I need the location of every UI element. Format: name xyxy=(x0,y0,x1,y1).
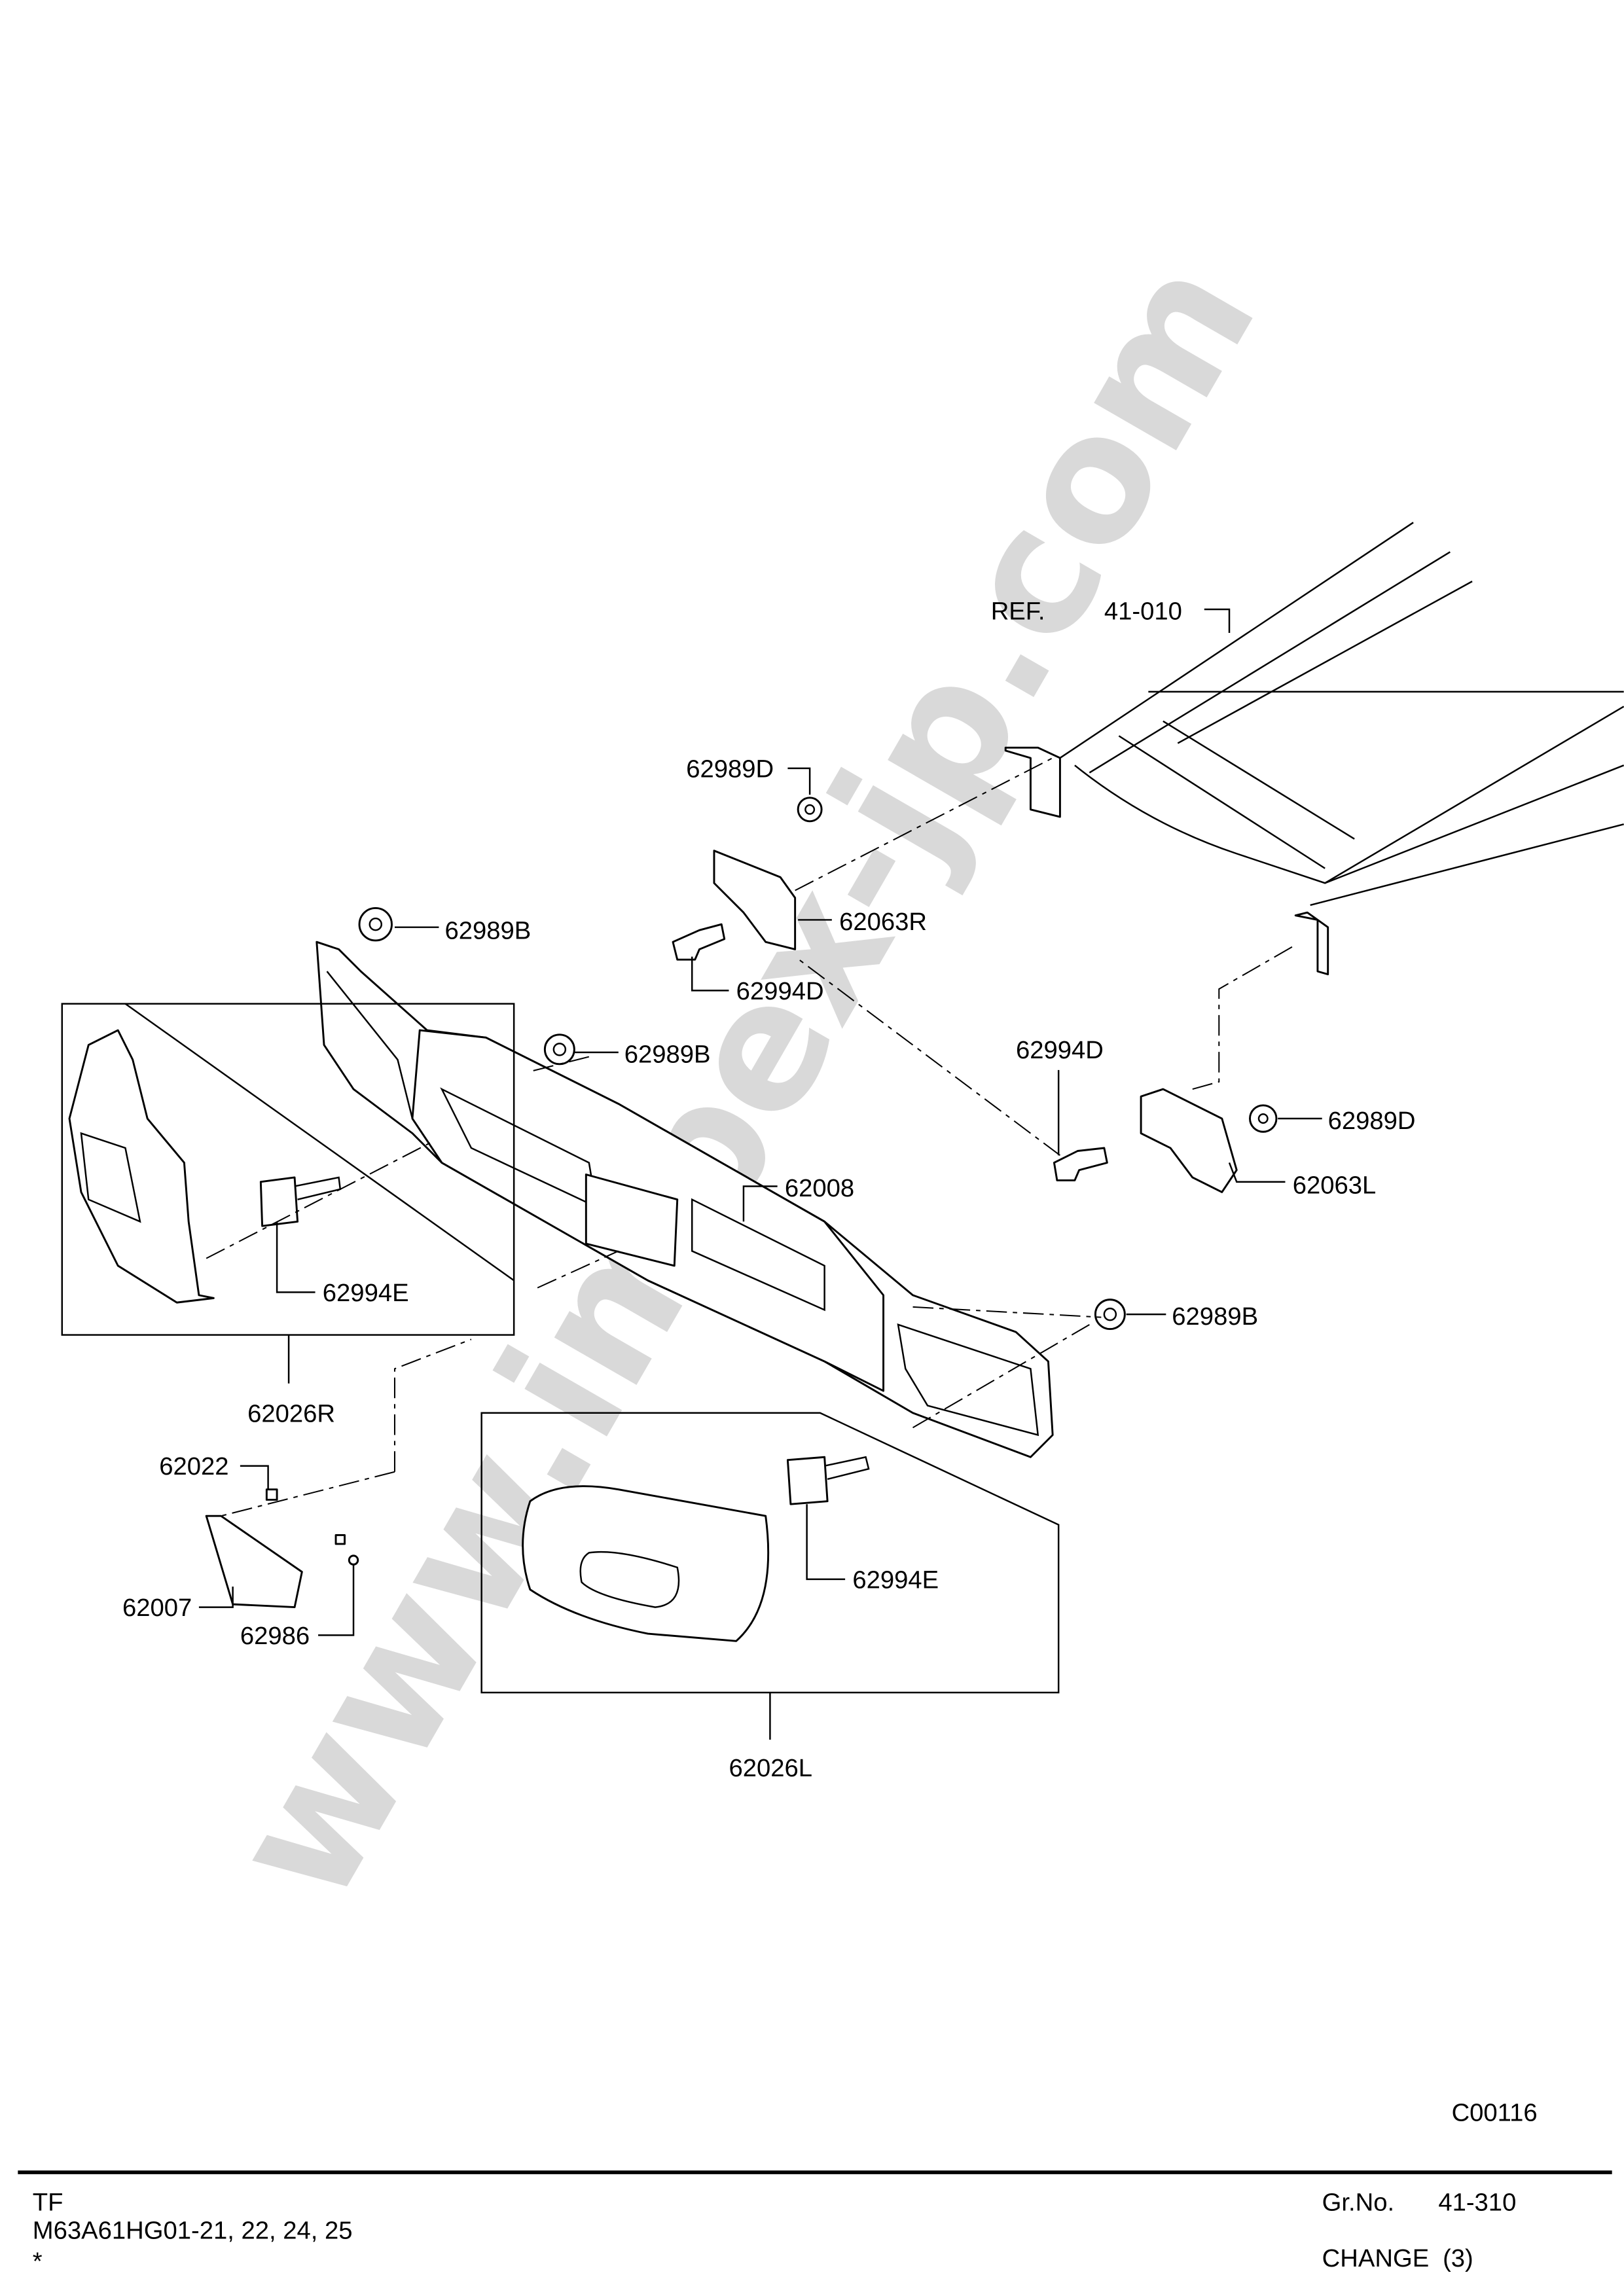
callout-62063R: 62063R xyxy=(839,908,927,936)
footer-change-label: CHANGE xyxy=(1322,2244,1430,2272)
bumper-cover-left xyxy=(522,1456,870,1642)
footer-mark: * xyxy=(33,2248,43,2276)
callout-62026L: 62026L xyxy=(729,1754,812,1782)
callout-62986: 62986 xyxy=(240,1622,310,1650)
callout-62994D: 62994D xyxy=(736,977,824,1005)
callout-62989B: 62989B xyxy=(624,1041,711,1069)
bumper-reinforcement-62008 xyxy=(316,941,1054,1458)
callout-62007: 62007 xyxy=(122,1594,192,1622)
callout-62994E: 62994E xyxy=(852,1566,939,1594)
ref-prefix: REF. xyxy=(991,598,1045,626)
group-box-62026L xyxy=(480,1412,1060,1694)
callout-62989B: 62989B xyxy=(1172,1302,1258,1331)
footer-group-label: Gr.No. xyxy=(1322,2189,1394,2217)
footer-applicability: M63A61HG01-21, 22, 24, 25 xyxy=(33,2216,353,2244)
bracket-62063R xyxy=(713,850,797,950)
cover-62007 xyxy=(205,1515,303,1609)
bracket-62063L xyxy=(1140,1088,1238,1193)
callout-62026R: 62026R xyxy=(247,1399,335,1427)
callout-62994E: 62994E xyxy=(323,1279,409,1307)
callout-62989D: 62989D xyxy=(1328,1107,1416,1135)
callout-62008: 62008 xyxy=(785,1174,854,1202)
callout-62994D: 62994D xyxy=(1016,1036,1104,1064)
ref-number: 41-010 xyxy=(1104,598,1182,626)
fasteners xyxy=(358,797,1278,1331)
phantom-lines xyxy=(206,757,1296,1517)
footer-change-value: (3) xyxy=(1443,2244,1473,2272)
footer-group-number: 41-310 xyxy=(1438,2189,1516,2217)
illustration-code: C00116 xyxy=(1452,2098,1538,2126)
footer-model: TF xyxy=(33,2189,63,2217)
callout-62022: 62022 xyxy=(159,1452,228,1480)
callout-62989D: 62989D xyxy=(686,755,774,783)
callout-62989B: 62989B xyxy=(444,917,531,945)
callout-62063L: 62063L xyxy=(1293,1172,1377,1200)
leader-lines xyxy=(198,767,1322,1740)
frame-chassis-illustration xyxy=(1004,522,1624,976)
clips xyxy=(265,1488,359,1566)
bumper-cover-right xyxy=(68,1029,342,1304)
